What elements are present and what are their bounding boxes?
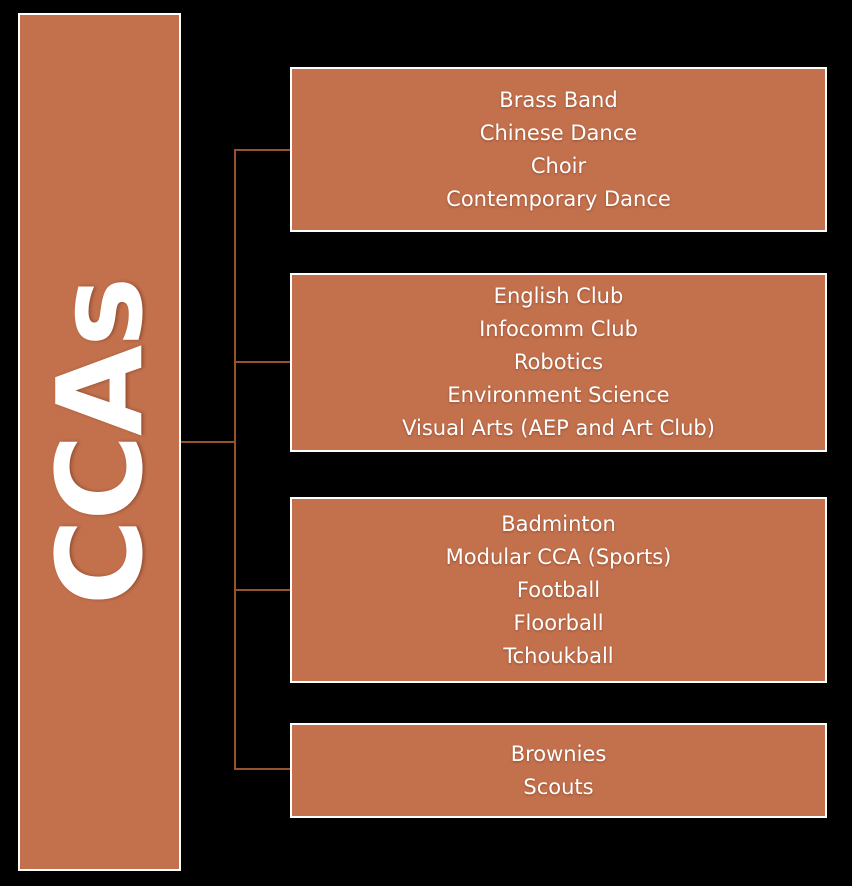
group-box-1: Brass Band Chinese Dance Choir Contempor… <box>290 67 827 232</box>
connector-root-stub <box>181 441 236 443</box>
cca-item: Visual Arts (AEP and Art Club) <box>402 416 715 440</box>
root-node-label: CCAs <box>30 278 169 606</box>
cca-item: Choir <box>530 153 587 178</box>
cca-item: Chinese Dance <box>479 120 638 145</box>
group-box-3: Badminton Modular CCA (Sports) Football … <box>290 497 827 683</box>
group-box-4: Brownies Scouts <box>290 723 827 818</box>
connector-trunk <box>234 150 236 770</box>
connector-branch-1 <box>234 149 290 151</box>
group-box-2: English Club Infocomm Club Robotics Envi… <box>290 273 827 452</box>
cca-item: Badminton <box>501 511 616 536</box>
cca-item: Brass Band <box>499 87 618 112</box>
connector-branch-2 <box>234 361 290 363</box>
cca-item: Contemporary Dance <box>446 186 671 211</box>
cca-item: Modular CCA (Sports) <box>445 544 672 569</box>
cca-item: Infocomm Club <box>479 317 638 341</box>
connector-branch-3 <box>234 589 290 591</box>
cca-item: English Club <box>493 284 624 308</box>
cca-item: Brownies <box>510 741 607 766</box>
connector-branch-4 <box>234 768 290 770</box>
cca-item: Football <box>516 577 601 602</box>
root-node-box: CCAs <box>18 13 181 871</box>
cca-item: Floorball <box>513 610 604 635</box>
cca-item: Environment Science <box>447 383 670 407</box>
cca-item: Tchoukball <box>503 643 614 668</box>
cca-item: Scouts <box>523 774 594 799</box>
cca-item: Robotics <box>513 350 604 374</box>
